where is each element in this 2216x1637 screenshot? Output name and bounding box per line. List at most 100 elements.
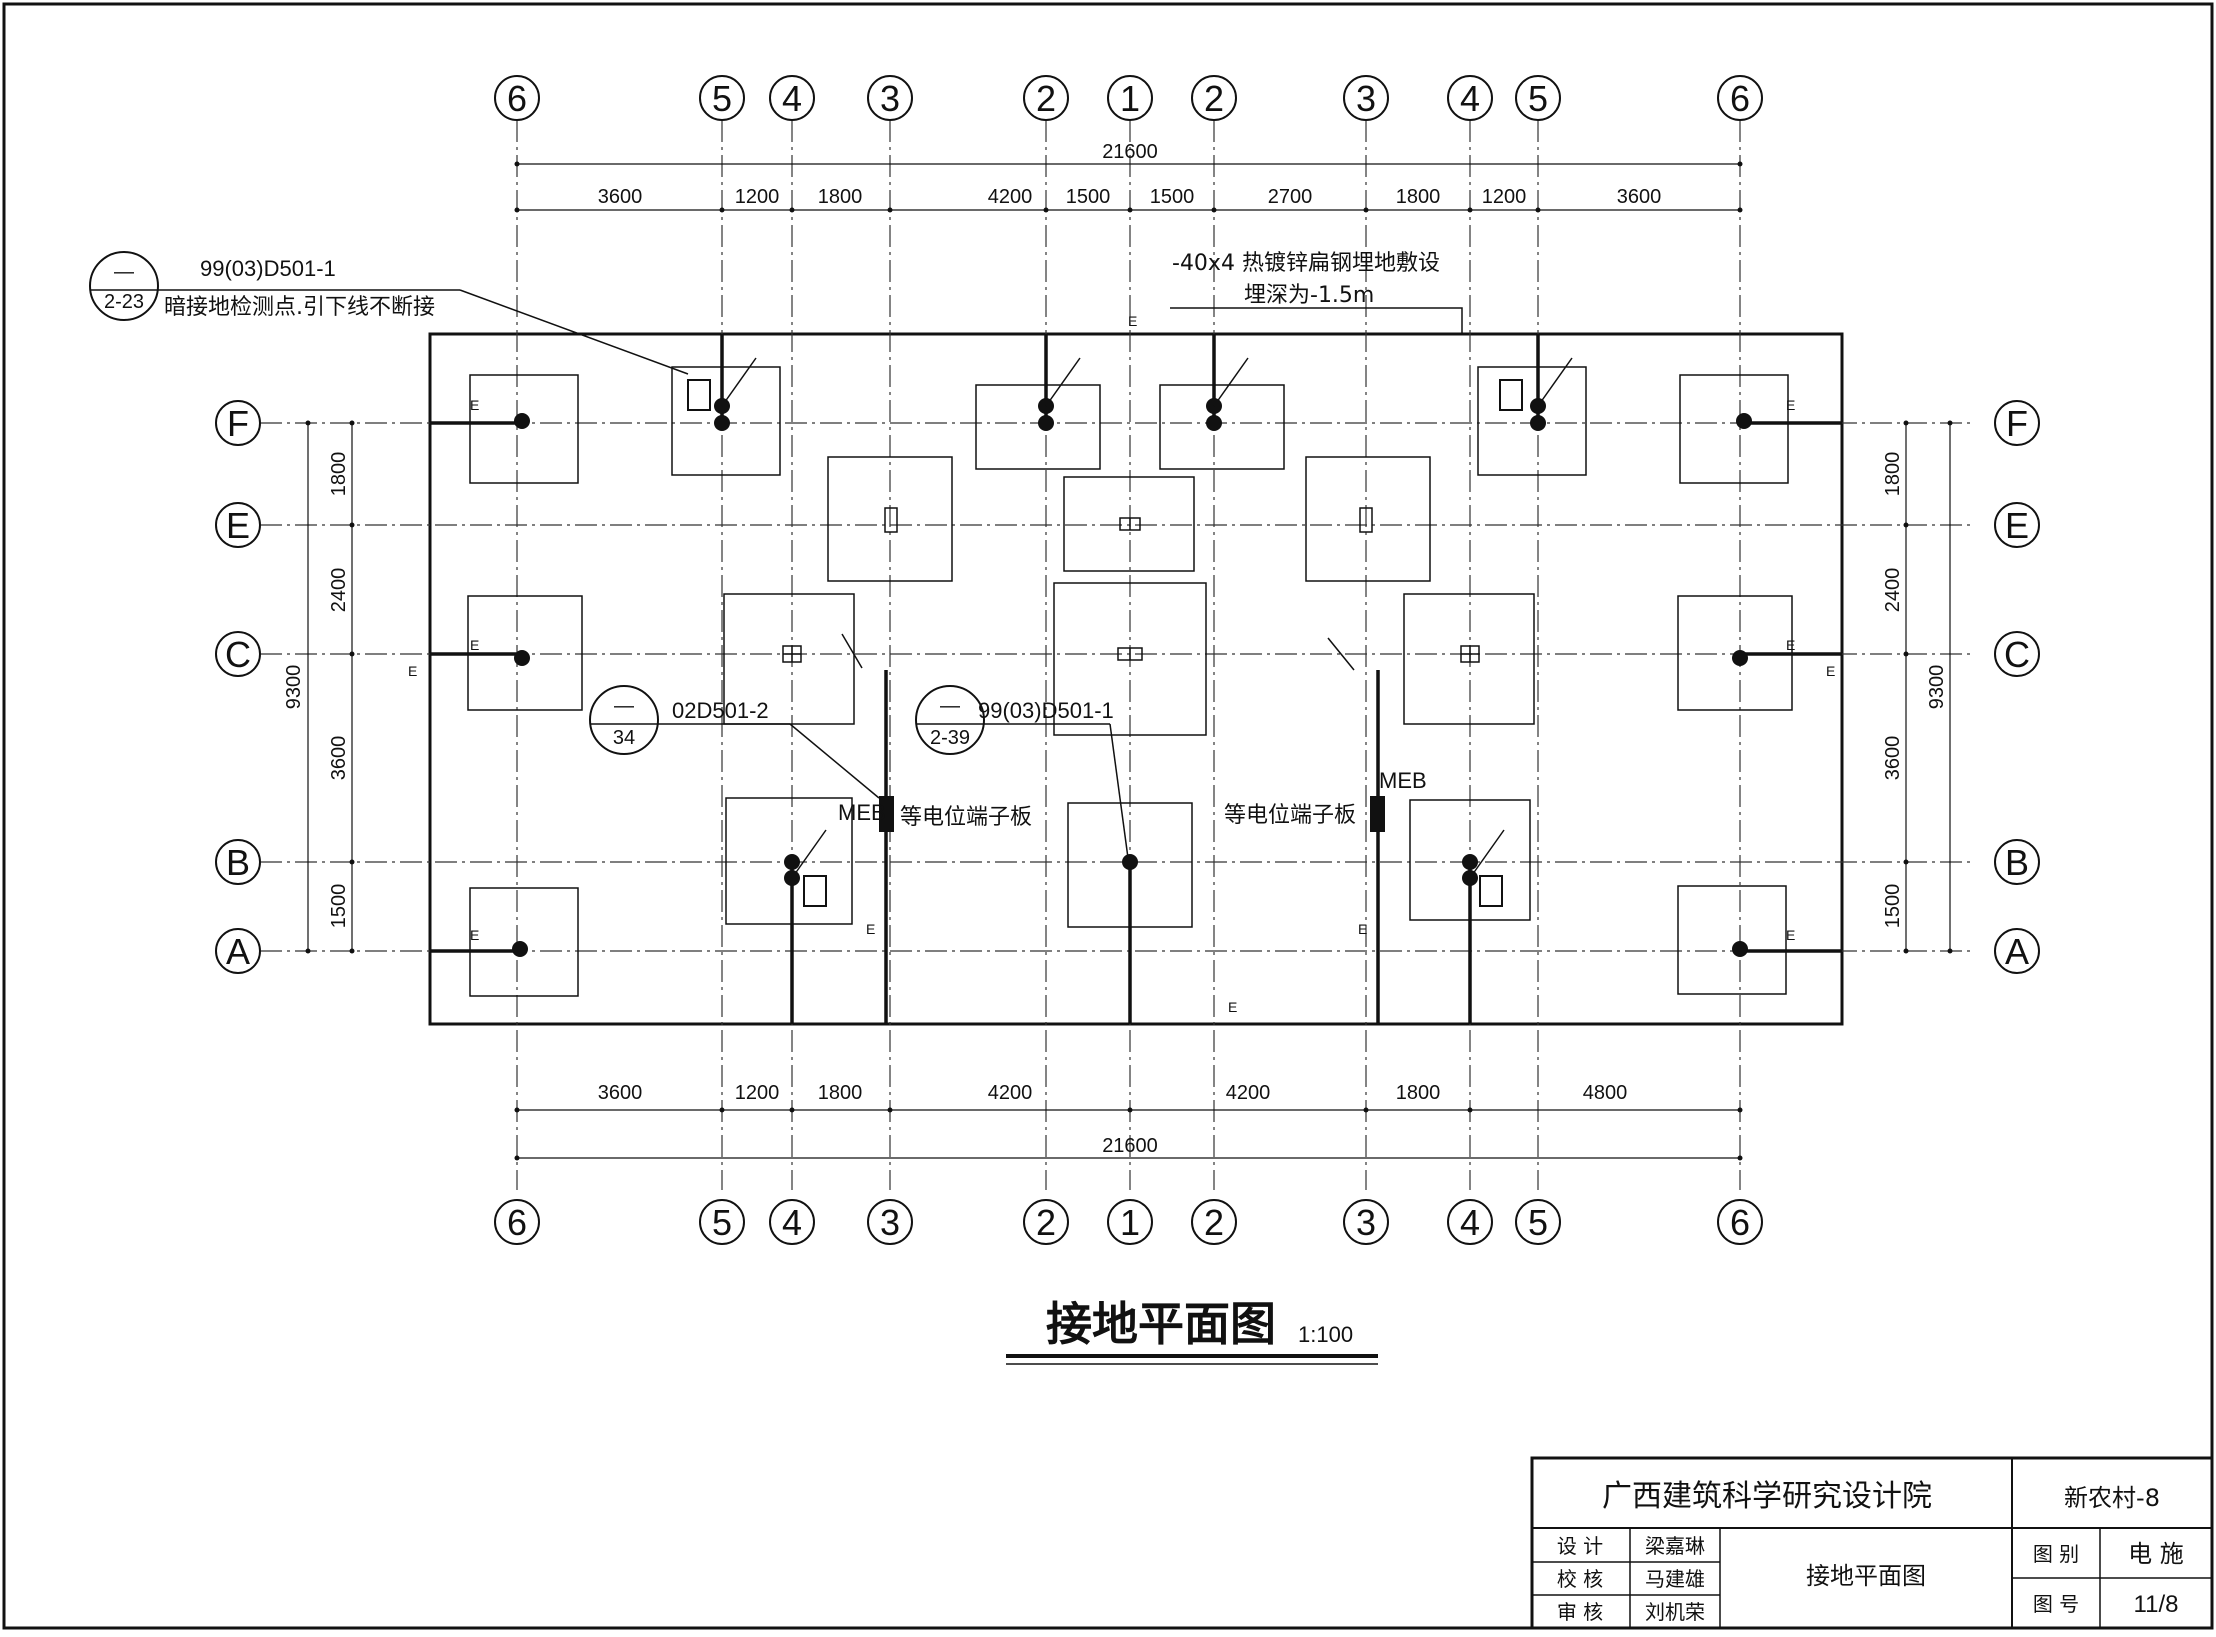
dim-top-segment: 4200 xyxy=(988,186,1033,208)
drawing-title: 接地平面图 xyxy=(1046,1297,1276,1351)
svg-text:—: — xyxy=(940,695,960,717)
dim-left-total: 9300 xyxy=(283,665,305,710)
title-block-design-label: 设 计 xyxy=(1557,1534,1603,1558)
axis-bubble: 3 xyxy=(1343,1199,1389,1245)
e-mark: E xyxy=(866,921,875,937)
e-mark: E xyxy=(408,663,417,679)
axis-bubble: C xyxy=(1994,631,2040,677)
svg-text:2: 2 xyxy=(1036,78,1056,119)
axis-bubble: A xyxy=(215,928,261,974)
grounding-points xyxy=(512,398,1752,957)
grounding-conductors xyxy=(430,334,1842,1024)
axis-bubble: 3 xyxy=(867,75,913,121)
title-block-check-name: 马建雄 xyxy=(1645,1567,1705,1591)
dim-top-segment: 2700 xyxy=(1268,186,1313,208)
svg-text:34: 34 xyxy=(613,727,635,749)
title-block-design-name: 梁嘉琳 xyxy=(1645,1534,1705,1558)
dim-bottom-segment: 1800 xyxy=(1396,1082,1441,1104)
title-block-number-value: 11/8 xyxy=(2134,1591,2179,1618)
terminal-board-label: 等电位端子板 xyxy=(1224,803,1356,828)
axis-bubble: F xyxy=(215,400,261,446)
e-mark: E xyxy=(470,397,479,413)
column-marks xyxy=(782,507,1480,663)
axis-bubble: 6 xyxy=(494,75,540,121)
title-block-category-label: 图 别 xyxy=(2033,1542,2079,1566)
svg-text:C: C xyxy=(2004,634,2030,675)
axis-bubble: 2 xyxy=(1023,1199,1069,1245)
dim-bottom-segment: 1200 xyxy=(735,1082,780,1104)
dim-right-segment: 1500 xyxy=(1882,884,1904,929)
detail-callout-3: — 2-39 xyxy=(915,685,1129,859)
dim-bottom-segment: 4800 xyxy=(1583,1082,1628,1104)
svg-text:2-23: 2-23 xyxy=(104,291,144,313)
svg-text:4: 4 xyxy=(1460,1202,1480,1243)
title-block-frame xyxy=(1530,1456,2214,1630)
steel-note-leader xyxy=(1170,307,1463,334)
svg-text:2: 2 xyxy=(1204,78,1224,119)
drawing-scale: 1:100 xyxy=(1298,1322,1353,1347)
axis-bubble: C xyxy=(215,631,261,677)
title-block-check-label: 校 核 xyxy=(1557,1567,1603,1591)
axis-bubble: 3 xyxy=(867,1199,913,1245)
svg-text:2: 2 xyxy=(1036,1202,1056,1243)
steel-note-line1: -40x4 热镀锌扁钢埋地敷设 xyxy=(1172,251,1440,276)
dim-top-segment: 1500 xyxy=(1066,186,1111,208)
meb-label: MEB xyxy=(1379,768,1427,793)
axis-bubble: 6 xyxy=(1717,1199,1763,1245)
dim-top-segment: 1500 xyxy=(1150,186,1195,208)
axis-bubble: A xyxy=(1994,928,2040,974)
title-block-sheet-name: 接地平面图 xyxy=(1806,1562,1926,1590)
svg-text:6: 6 xyxy=(1730,1202,1750,1243)
dim-right-segment: 2400 xyxy=(1882,568,1904,613)
e-mark: E xyxy=(470,637,479,653)
axis-bubble: 5 xyxy=(699,1199,745,1245)
svg-text:2-39: 2-39 xyxy=(930,727,970,749)
e-mark: E xyxy=(1786,397,1795,413)
axis-bubble: 2 xyxy=(1191,1199,1237,1245)
dim-bottom-total: 21600 xyxy=(1102,1135,1158,1157)
svg-text:5: 5 xyxy=(712,1202,732,1243)
leader-arrows xyxy=(721,357,1573,879)
axis-bubble: 4 xyxy=(769,75,815,121)
axis-bubble: 6 xyxy=(494,1199,540,1245)
axis-bubble: 3 xyxy=(1343,75,1389,121)
axis-bubble: B xyxy=(215,839,261,885)
e-marks: E E E E E E E E E E E E xyxy=(408,313,1835,1015)
meb-terminal-left xyxy=(879,796,894,832)
dim-bottom-segment: 4200 xyxy=(988,1082,1033,1104)
axis-bubble: E xyxy=(1994,502,2040,548)
row-bubbles-left: F E C B A xyxy=(215,400,261,974)
dim-right-segment: 3600 xyxy=(1882,736,1904,781)
svg-text:4: 4 xyxy=(1460,78,1480,119)
e-mark: E xyxy=(1786,637,1795,653)
title-block-institute: 广西建筑科学研究设计院 xyxy=(1602,1479,1932,1514)
axis-bubble: 4 xyxy=(1447,75,1493,121)
svg-text:1: 1 xyxy=(1120,1202,1140,1243)
detail2-ref: 02D501-2 xyxy=(672,698,769,723)
dim-left-segment: 1500 xyxy=(328,884,350,929)
svg-text:F: F xyxy=(2006,403,2028,444)
dim-top-segment: 3600 xyxy=(1617,186,1662,208)
dim-top-segment: 1200 xyxy=(735,186,780,208)
svg-text:C: C xyxy=(225,634,251,675)
svg-text:E: E xyxy=(2005,505,2029,546)
test-point-boxes xyxy=(687,379,1523,907)
axis-bubble: 1 xyxy=(1107,75,1153,121)
detail3-ref: 99(03)D501-1 xyxy=(978,698,1114,723)
axis-bubble: E xyxy=(215,502,261,548)
meb-terminal-right xyxy=(1370,796,1385,832)
dim-bottom-segment: 3600 xyxy=(598,1082,643,1104)
svg-text:3: 3 xyxy=(880,1202,900,1243)
row-bubbles-right: F E C B A xyxy=(1994,400,2040,974)
foundation-footings xyxy=(467,366,1793,997)
dim-bottom-segment: 4200 xyxy=(1226,1082,1271,1104)
dim-left-segment: 3600 xyxy=(328,736,350,781)
title-block-number-label: 图 号 xyxy=(2033,1592,2079,1616)
axis-bubble: 1 xyxy=(1107,1199,1153,1245)
axis-bubble: 2 xyxy=(1023,75,1069,121)
dim-top-total: 21600 xyxy=(1102,141,1158,163)
meb-label: MEB xyxy=(838,800,886,825)
